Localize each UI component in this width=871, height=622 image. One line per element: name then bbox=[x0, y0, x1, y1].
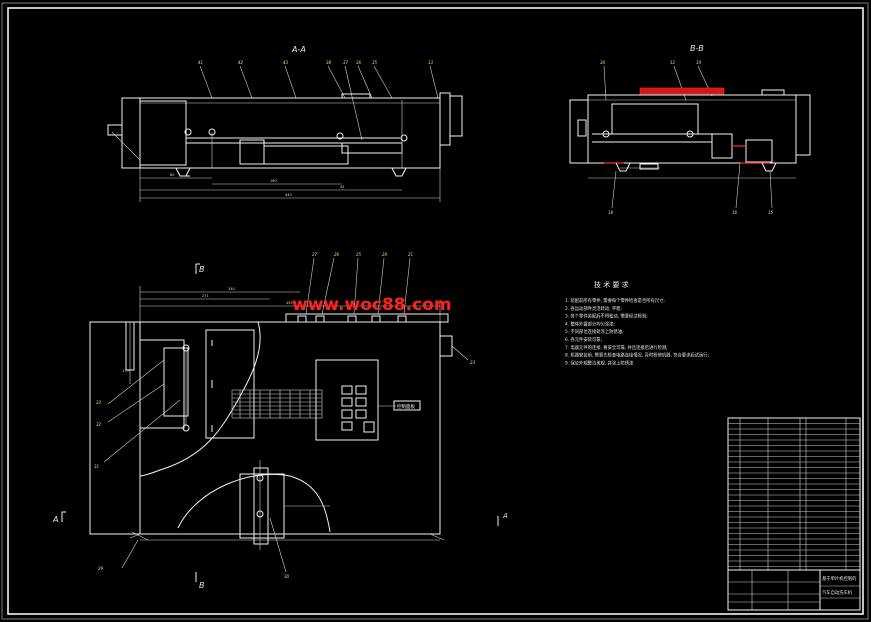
tech-requirement-item: 3. 各个零件装配后不得松动, 需要经过检验; bbox=[565, 313, 648, 320]
svg-text:13: 13 bbox=[428, 60, 434, 65]
section-mark-b-top: B bbox=[199, 265, 205, 274]
svg-text:23: 23 bbox=[470, 360, 476, 365]
control-panel-label: 控制面板 bbox=[397, 403, 415, 410]
plan-dimensions bbox=[129, 286, 441, 541]
section-aa-view: A-A 41 42 43 38 37 36 35 13 bbox=[107, 45, 463, 202]
tech-requirement-item: 5. 不同部位连接处涂上防锈油; bbox=[565, 328, 623, 335]
tech-requirement-item: 8. 机器安装前, 需要先检查电路连接情况, 及时检修机器, 符合要求后试运行; bbox=[565, 352, 709, 359]
svg-text:14: 14 bbox=[696, 60, 702, 65]
title-line-2: 汽车自动洗车机 bbox=[822, 589, 853, 596]
plan-view: B B A A 340 271 455 175 27 bbox=[52, 252, 508, 590]
svg-text:271: 271 bbox=[202, 294, 209, 298]
svg-text:33: 33 bbox=[96, 400, 102, 405]
aa-leader-lines bbox=[199, 65, 439, 141]
svg-text:41: 41 bbox=[198, 60, 203, 65]
svg-text:16: 16 bbox=[732, 210, 738, 215]
svg-text:15: 15 bbox=[768, 210, 774, 215]
bb-red-rail bbox=[639, 87, 725, 95]
svg-text:180: 180 bbox=[270, 179, 277, 183]
inner-frame bbox=[7, 7, 864, 615]
tech-requirements: 技 术 要 求 1. 装配前所有零件, 需要每个零件检查是否所有尺寸;2. 各运… bbox=[565, 280, 709, 366]
aa-dimensions bbox=[139, 168, 441, 202]
watermark-text: www.woc88.com bbox=[292, 295, 452, 315]
section-bb-title: B-B bbox=[690, 44, 704, 53]
svg-text:31: 31 bbox=[94, 464, 99, 469]
plan-housing bbox=[139, 321, 441, 535]
section-aa-title: A-A bbox=[291, 45, 306, 54]
title-block: 基于单片机控制的 汽车自动洗车机 bbox=[727, 569, 861, 611]
svg-text:36: 36 bbox=[356, 60, 362, 65]
tech-requirement-item: 1. 装配前所有零件, 需要每个零件检查是否所有尺寸; bbox=[565, 297, 665, 304]
svg-text:24: 24 bbox=[382, 252, 388, 257]
svg-text:42: 42 bbox=[238, 60, 244, 65]
svg-text:37: 37 bbox=[343, 60, 349, 65]
svg-text:18: 18 bbox=[608, 210, 614, 215]
section-mark-b-bottom: B bbox=[199, 581, 205, 590]
tech-requirement-item: 6. 各元件安装可靠; bbox=[565, 336, 602, 343]
svg-text:32: 32 bbox=[96, 422, 102, 427]
svg-text:38: 38 bbox=[326, 60, 332, 65]
svg-text:340: 340 bbox=[228, 287, 235, 291]
tech-requirement-item: 9. 保证外观整洁美观, 并涂上防锈漆. bbox=[565, 359, 635, 366]
svg-text:35: 35 bbox=[372, 60, 378, 65]
svg-text:45: 45 bbox=[340, 185, 344, 189]
svg-text:175: 175 bbox=[122, 369, 129, 373]
plan-break-line bbox=[139, 321, 261, 477]
parts-list-table bbox=[727, 417, 861, 571]
svg-text:29: 29 bbox=[98, 566, 104, 571]
svg-text:43: 43 bbox=[283, 60, 289, 65]
svg-text:440: 440 bbox=[285, 193, 292, 197]
svg-text:21: 21 bbox=[408, 252, 413, 257]
svg-text:34: 34 bbox=[600, 60, 606, 65]
svg-text:80: 80 bbox=[170, 173, 174, 177]
svg-text:455: 455 bbox=[286, 301, 293, 305]
bb-housing bbox=[587, 94, 797, 164]
svg-text:27: 27 bbox=[312, 252, 318, 257]
section-bb-view: B-B 34 12 14 bbox=[569, 44, 811, 215]
svg-text:30: 30 bbox=[284, 574, 290, 579]
tech-requirement-item: 2. 各运动部件灵活转动, 平稳; bbox=[565, 305, 622, 312]
svg-text:26: 26 bbox=[334, 252, 340, 257]
svg-text:25: 25 bbox=[356, 252, 362, 257]
plan-control-panel bbox=[315, 359, 379, 441]
tech-requirement-item: 7. 电器元件的连接, 要安全可靠, 并且连接后进行检测; bbox=[565, 344, 668, 351]
tech-requirements-title: 技 术 要 求 bbox=[594, 280, 629, 289]
title-line-1: 基于单片机控制的 bbox=[822, 575, 856, 582]
svg-text:12: 12 bbox=[670, 60, 676, 65]
tech-requirement-item: 4. 整体外露部分均匀涂漆; bbox=[565, 320, 615, 327]
section-mark-a-left: A bbox=[52, 515, 58, 524]
section-mark-a-right: A bbox=[502, 512, 508, 520]
